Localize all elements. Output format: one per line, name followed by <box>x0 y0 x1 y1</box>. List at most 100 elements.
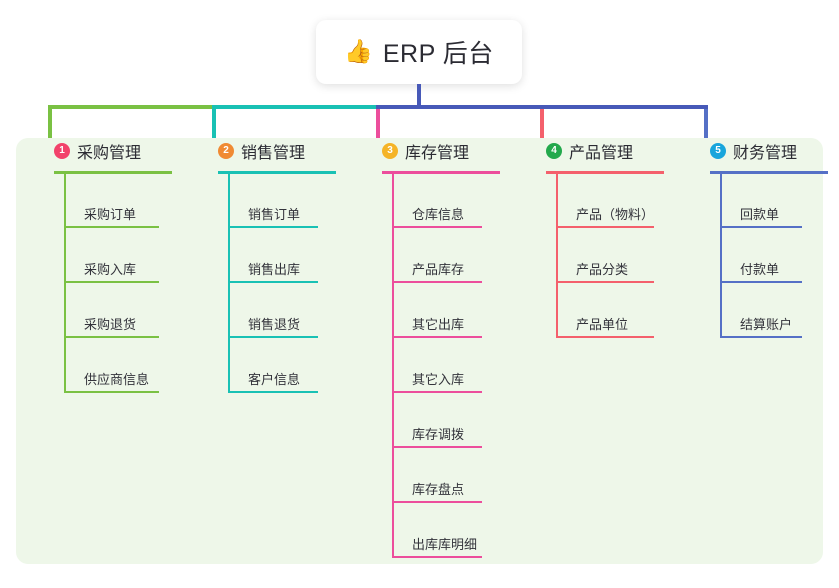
leaf-rule <box>64 391 159 393</box>
leaf-label: 采购订单 <box>84 207 137 222</box>
leaf-node[interactable]: 产品分类 <box>556 255 654 283</box>
branch-number-badge: 1 <box>54 143 70 159</box>
leaf-node[interactable]: 出库库明细 <box>392 530 482 558</box>
branch-title: 库存管理 <box>405 145 470 162</box>
branch-title: 采购管理 <box>77 145 142 162</box>
leaf-node[interactable]: 销售退货 <box>228 310 318 338</box>
leaf-label: 供应商信息 <box>84 372 150 387</box>
branch-header-rule <box>710 171 828 174</box>
leaf-label: 产品（物料） <box>576 207 655 222</box>
branch-bar-segment <box>48 105 216 109</box>
leaf-node[interactable]: 付款单 <box>720 255 802 283</box>
branch-header-rule <box>546 171 664 174</box>
branch-header-rule <box>54 171 172 174</box>
branch-column-1: 1 采购管理采购订单采购入库采购退货供应商信息 <box>32 138 172 393</box>
leaf-node[interactable]: 库存盘点 <box>392 475 482 503</box>
branch-spine <box>720 174 722 338</box>
leaf-label: 库存盘点 <box>412 482 465 497</box>
leaf-rule <box>64 336 159 338</box>
leaf-node[interactable]: 采购入库 <box>64 255 159 283</box>
leaf-label: 其它出库 <box>412 317 465 332</box>
leaf-node[interactable]: 采购退货 <box>64 310 159 338</box>
leaf-node[interactable]: 仓库信息 <box>392 200 482 228</box>
leaf-node[interactable]: 产品单位 <box>556 310 654 338</box>
leaf-label: 产品库存 <box>412 262 465 277</box>
leaf-node[interactable]: 销售出库 <box>228 255 318 283</box>
leaf-node[interactable]: 供应商信息 <box>64 365 159 393</box>
branch-spine <box>228 174 230 393</box>
leaf-label: 采购入库 <box>84 262 137 277</box>
branch-drop-connector-4 <box>540 105 544 141</box>
leaf-label: 结算账户 <box>740 317 793 332</box>
branch-number-badge: 5 <box>710 143 726 159</box>
branch-spine <box>64 174 66 393</box>
leaf-rule <box>556 336 654 338</box>
branch-header-rule <box>382 171 500 174</box>
branch-number-badge: 4 <box>546 143 562 159</box>
leaf-rule <box>64 281 159 283</box>
leaf-rule <box>228 336 318 338</box>
leaf-node[interactable]: 其它入库 <box>392 365 482 393</box>
leaf-label: 客户信息 <box>248 372 301 387</box>
leaf-node[interactable]: 库存调拨 <box>392 420 482 448</box>
branch-title: 财务管理 <box>733 145 798 162</box>
leaf-label: 出库库明细 <box>412 537 478 552</box>
leaf-label: 产品单位 <box>576 317 629 332</box>
leaf-rule <box>392 501 482 503</box>
branch-drop-connector-5 <box>704 105 708 141</box>
thumbs-up-icon: 👍 <box>344 38 373 65</box>
branch-title: 产品管理 <box>569 145 634 162</box>
branch-drop-connector-3 <box>376 105 380 141</box>
leaf-label: 付款单 <box>740 262 780 277</box>
branch-header-rule <box>218 171 336 174</box>
branch-title: 销售管理 <box>241 145 306 162</box>
branch-header-3[interactable]: 3 库存管理 <box>360 138 469 164</box>
leaf-rule <box>720 226 802 228</box>
leaf-node[interactable]: 回款单 <box>720 200 802 228</box>
leaf-rule <box>392 391 482 393</box>
leaf-node[interactable]: 销售订单 <box>228 200 318 228</box>
branch-header-4[interactable]: 4 产品管理 <box>524 138 633 164</box>
leaf-label: 采购退货 <box>84 317 137 332</box>
branch-bar-segment <box>376 105 544 109</box>
branch-column-5: 5 财务管理回款单付款单结算账户 <box>688 138 828 338</box>
leaf-node[interactable]: 产品（物料） <box>556 200 654 228</box>
leaf-rule <box>392 556 482 558</box>
leaf-label: 销售订单 <box>248 207 301 222</box>
branches-panel: 1 采购管理采购订单采购入库采购退货供应商信息 2 销售管理销售订单销售出库销售退货客… <box>16 138 828 564</box>
leaf-label: 销售退货 <box>248 317 301 332</box>
leaf-rule <box>392 446 482 448</box>
leaf-rule <box>228 281 318 283</box>
leaf-rule <box>556 281 654 283</box>
leaf-label: 销售出库 <box>248 262 301 277</box>
branch-header-2[interactable]: 2 销售管理 <box>196 138 305 164</box>
leaf-rule <box>64 226 159 228</box>
root-node[interactable]: 👍 ERP 后台 <box>316 20 522 84</box>
root-title: ERP 后台 <box>382 40 494 68</box>
leaf-label: 产品分类 <box>576 262 629 277</box>
root-trunk-connector <box>417 84 421 109</box>
leaf-node[interactable]: 结算账户 <box>720 310 802 338</box>
branch-bar-segment <box>540 105 708 109</box>
branch-header-5[interactable]: 5 财务管理 <box>688 138 797 164</box>
leaf-node[interactable]: 产品库存 <box>392 255 482 283</box>
leaf-node[interactable]: 采购订单 <box>64 200 159 228</box>
leaf-label: 其它入库 <box>412 372 465 387</box>
leaf-rule <box>392 281 482 283</box>
branch-number-badge: 2 <box>218 143 234 159</box>
branch-number-badge: 3 <box>382 143 398 159</box>
branch-column-2: 2 销售管理销售订单销售出库销售退货客户信息 <box>196 138 336 393</box>
leaf-node[interactable]: 其它出库 <box>392 310 482 338</box>
branch-bar-segment <box>212 105 380 109</box>
leaf-node[interactable]: 客户信息 <box>228 365 318 393</box>
branch-column-4: 4 产品管理产品（物料） 产品分类产品单位 <box>524 138 664 338</box>
branch-header-1[interactable]: 1 采购管理 <box>32 138 141 164</box>
leaf-rule <box>720 336 802 338</box>
branch-drop-connector-1 <box>48 105 52 141</box>
leaf-rule <box>392 336 482 338</box>
branch-spine <box>392 174 394 558</box>
leaf-label: 回款单 <box>740 207 780 222</box>
branch-drop-connector-2 <box>212 105 216 141</box>
leaf-rule <box>556 226 654 228</box>
